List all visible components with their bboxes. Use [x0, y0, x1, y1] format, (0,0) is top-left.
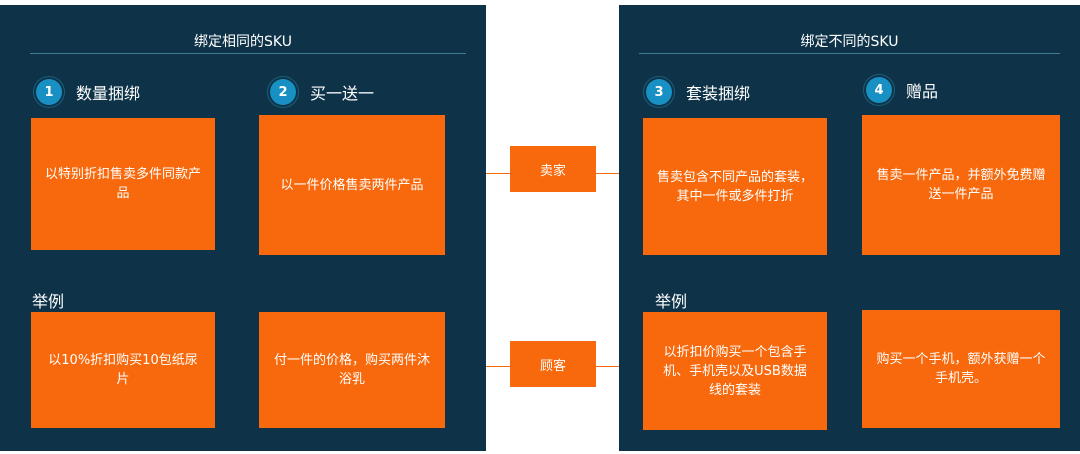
step-label: 赠品: [906, 82, 939, 101]
panel-title-different-sku: 绑定不同的SKU: [800, 34, 899, 50]
example-label: 举例: [655, 292, 688, 311]
step-label: 买一送一: [310, 84, 375, 103]
description-box-buy-one-get-one: 以一件价格售卖两件产品: [259, 115, 445, 255]
step-number-badge: 4: [866, 77, 892, 103]
step-bundle-set: 3 套装捆绑: [646, 79, 750, 105]
description-box-quantity-bundle: 以特别折扣售卖多件同款产品: [31, 118, 215, 250]
panel-same-sku: 绑定相同的SKU 1 数量捆绑 2 买一送一 以特别折扣售卖多件同款产品 以一件…: [0, 5, 486, 451]
step-label: 套装捆绑: [686, 84, 751, 103]
panel-title-same-sku: 绑定相同的SKU: [194, 34, 292, 50]
step-quantity-bundle: 1 数量捆绑: [36, 79, 140, 105]
step-number-badge: 2: [270, 79, 296, 105]
example-box-buy-one-get-one: 付一件的价格，购买两件沐浴乳: [259, 312, 445, 428]
description-box-gift: 售卖一件产品，并额外免费赠送一件产品: [862, 115, 1060, 255]
step-buy-one-get-one: 2 买一送一: [270, 79, 374, 105]
customer-tag: 顾客: [510, 341, 596, 387]
step-number-badge: 1: [36, 79, 62, 105]
example-label: 举例: [32, 292, 65, 311]
title-divider: [639, 53, 1060, 54]
step-number-badge: 3: [646, 79, 672, 105]
example-box-gift: 购买一个手机，额外获赠一个手机壳。: [862, 310, 1060, 428]
example-box-bundle-set: 以折扣价购买一个包含手机、手机壳以及USB数据线的套装: [643, 312, 827, 430]
panel-different-sku: 绑定不同的SKU 3 套装捆绑 4 赠品 售卖包含不同产品的套装，其中一件或多件…: [619, 5, 1080, 451]
description-box-bundle-set: 售卖包含不同产品的套装，其中一件或多件打折: [643, 118, 827, 255]
example-box-quantity-bundle: 以10%折扣购买10包纸尿片: [31, 312, 215, 428]
step-label: 数量捆绑: [76, 84, 141, 103]
title-divider: [30, 53, 466, 54]
step-gift: 4 赠品: [866, 77, 938, 103]
seller-tag: 卖家: [510, 146, 596, 192]
